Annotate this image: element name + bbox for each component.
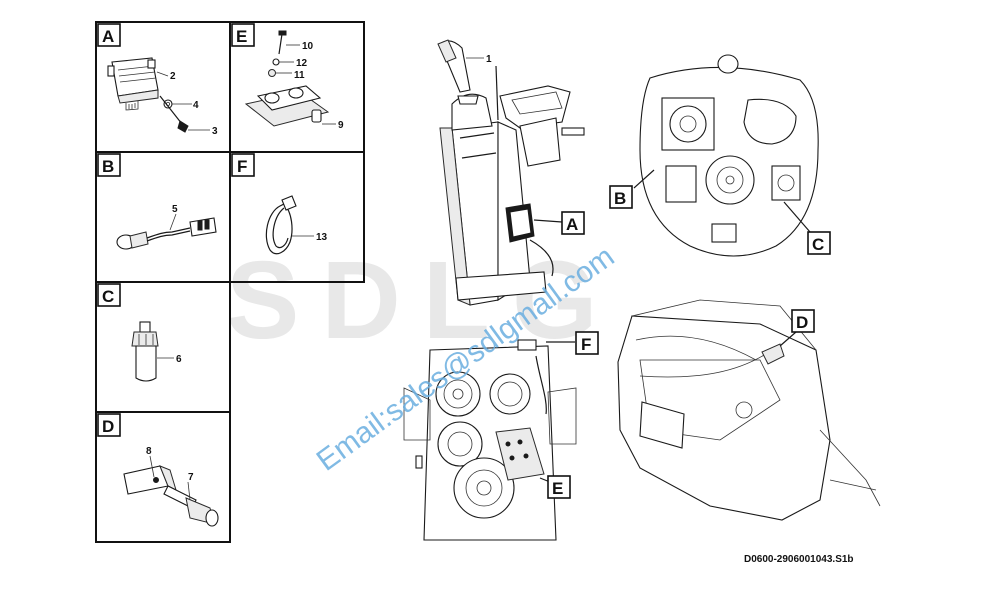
svg-text:3: 3 (212, 126, 218, 137)
svg-text:D: D (796, 313, 808, 332)
joystick-column-assembly: 1 (437, 39, 585, 306)
svg-text:1: 1 (486, 54, 492, 65)
callout-b-tag: B (609, 185, 633, 209)
drawing-code: D0600-2906001043.S1b (744, 554, 854, 565)
svg-text:C: C (102, 287, 114, 306)
panel-f-frame (229, 151, 365, 283)
svg-text:A: A (566, 215, 578, 234)
panel-a-tag: A (97, 23, 121, 47)
svg-text:B: B (614, 189, 626, 208)
panel-d-switch: 8 7 (123, 446, 219, 527)
callout-f-tag: F (575, 331, 599, 355)
panel-c-pressure-switch: 6 (131, 321, 182, 382)
engine-housing-view (633, 54, 819, 257)
tank-frame-view (617, 299, 881, 521)
svg-text:7: 7 (188, 472, 194, 483)
svg-text:9: 9 (338, 120, 344, 131)
svg-text:10: 10 (302, 41, 314, 52)
svg-text:4: 4 (193, 100, 199, 111)
svg-text:6: 6 (176, 354, 182, 365)
svg-text:F: F (581, 335, 591, 354)
panel-b-tag: B (97, 153, 121, 177)
callout-e-tag: E (547, 475, 571, 499)
svg-text:12: 12 (296, 58, 308, 69)
panel-e-tag: E (231, 23, 255, 47)
svg-text:2: 2 (170, 71, 176, 82)
svg-text:F: F (237, 157, 247, 176)
svg-text:13: 13 (316, 232, 328, 243)
transmission-housing (403, 339, 577, 541)
svg-text:A: A (102, 27, 114, 46)
callout-d-tag: D (791, 309, 815, 333)
detail-panels (95, 21, 365, 543)
svg-text:B: B (102, 157, 114, 176)
svg-text:C: C (812, 235, 824, 254)
panel-f-cable-tie: 13 (265, 195, 328, 255)
svg-text:D: D (102, 417, 114, 436)
svg-text:E: E (552, 479, 563, 498)
panel-d-frame (95, 411, 231, 543)
panel-a-control-module: 2 4 3 (107, 57, 218, 137)
panel-b-sensor: 5 (116, 204, 217, 250)
panel-f-tag: F (231, 153, 255, 177)
callout-a-tag: A (561, 211, 585, 235)
callout-c-tag: C (807, 231, 831, 255)
panel-e-valve: 10 12 11 9 (244, 30, 344, 131)
panel-c-tag: C (97, 283, 121, 307)
panel-d-tag: D (97, 413, 121, 437)
svg-text:5: 5 (172, 204, 178, 215)
svg-text:11: 11 (294, 70, 305, 81)
svg-text:8: 8 (146, 446, 152, 457)
svg-text:E: E (236, 27, 247, 46)
